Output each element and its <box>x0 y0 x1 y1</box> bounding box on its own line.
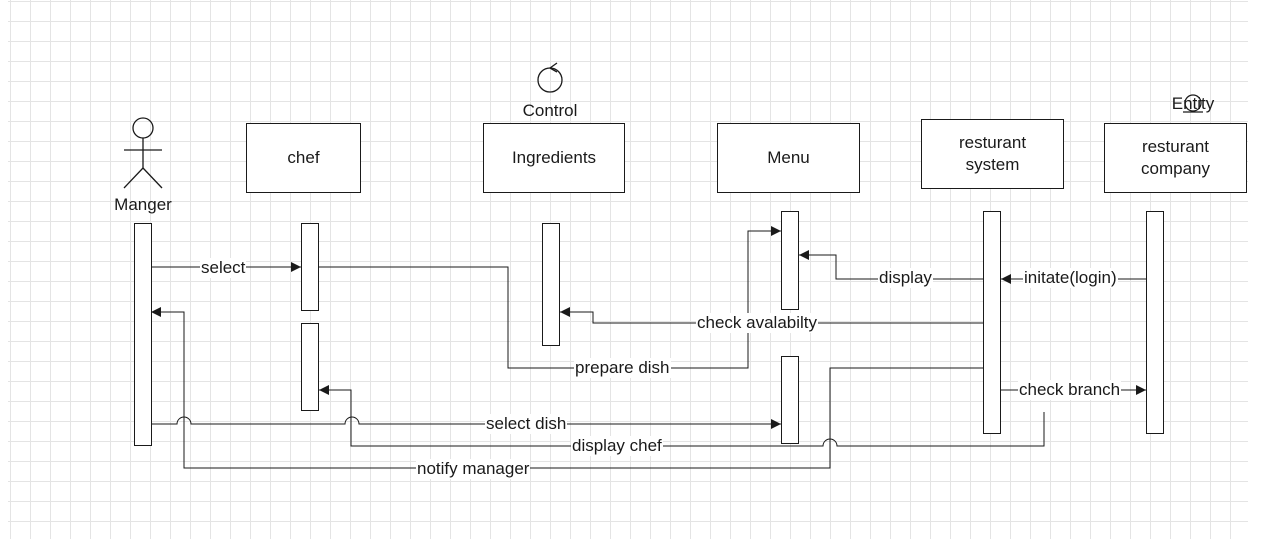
object-chef-box[interactable]: chef <box>246 123 361 193</box>
message-notify-manager-label: notify manager <box>416 459 531 479</box>
diagram-canvas: chef Ingredients Menu resturant system r… <box>8 0 1248 539</box>
object-system-box[interactable]: resturant system <box>921 119 1064 189</box>
activation-bar-company[interactable] <box>1146 211 1164 434</box>
message-prepare-dish-label: prepare dish <box>574 358 671 378</box>
activation-bar-ingredients[interactable] <box>542 223 560 346</box>
object-company-label: resturant company <box>1141 137 1210 178</box>
message-display-chef-line[interactable] <box>319 385 1045 447</box>
control-stereotype-label: Control <box>522 101 578 120</box>
actor-figure-icon <box>123 117 163 189</box>
object-chef-label: chef <box>287 148 320 167</box>
object-menu-label: Menu <box>767 148 810 167</box>
object-company-box[interactable]: resturant company <box>1104 123 1247 193</box>
message-check-availability-label: check avalabilty <box>696 313 819 333</box>
message-select-dish-label: select dish <box>485 414 568 434</box>
object-menu-box[interactable]: Menu <box>717 123 860 193</box>
entity-stereotype-label: Entity <box>1171 94 1215 113</box>
message-select-dish-line[interactable] <box>151 416 781 429</box>
activation-bar-system[interactable] <box>983 211 1001 434</box>
object-system-label: resturant system <box>958 133 1027 174</box>
object-ingredients-box[interactable]: Ingredients <box>483 123 625 193</box>
activation-bar-menu-2[interactable] <box>781 356 799 444</box>
message-display-label: display <box>878 268 933 288</box>
activation-bar-chef-1[interactable] <box>301 223 319 311</box>
control-stereotype-icon <box>537 62 563 93</box>
entity-stereotype-icon <box>1183 94 1203 113</box>
activation-bar-menu-1[interactable] <box>781 211 799 310</box>
message-check-branch-label: check branch <box>1018 380 1122 400</box>
object-ingredients-label: Ingredients <box>511 148 597 167</box>
message-initiate-label: initate(login) <box>1023 268 1118 288</box>
message-select-label: select <box>200 258 247 278</box>
activation-bar-chef-2[interactable] <box>301 323 319 411</box>
activation-bar-manger[interactable] <box>134 223 152 446</box>
message-notify-manager-line[interactable] <box>151 307 983 469</box>
message-display-chef-label: display chef <box>571 436 663 456</box>
actor-manger-label: Manger <box>114 195 172 214</box>
